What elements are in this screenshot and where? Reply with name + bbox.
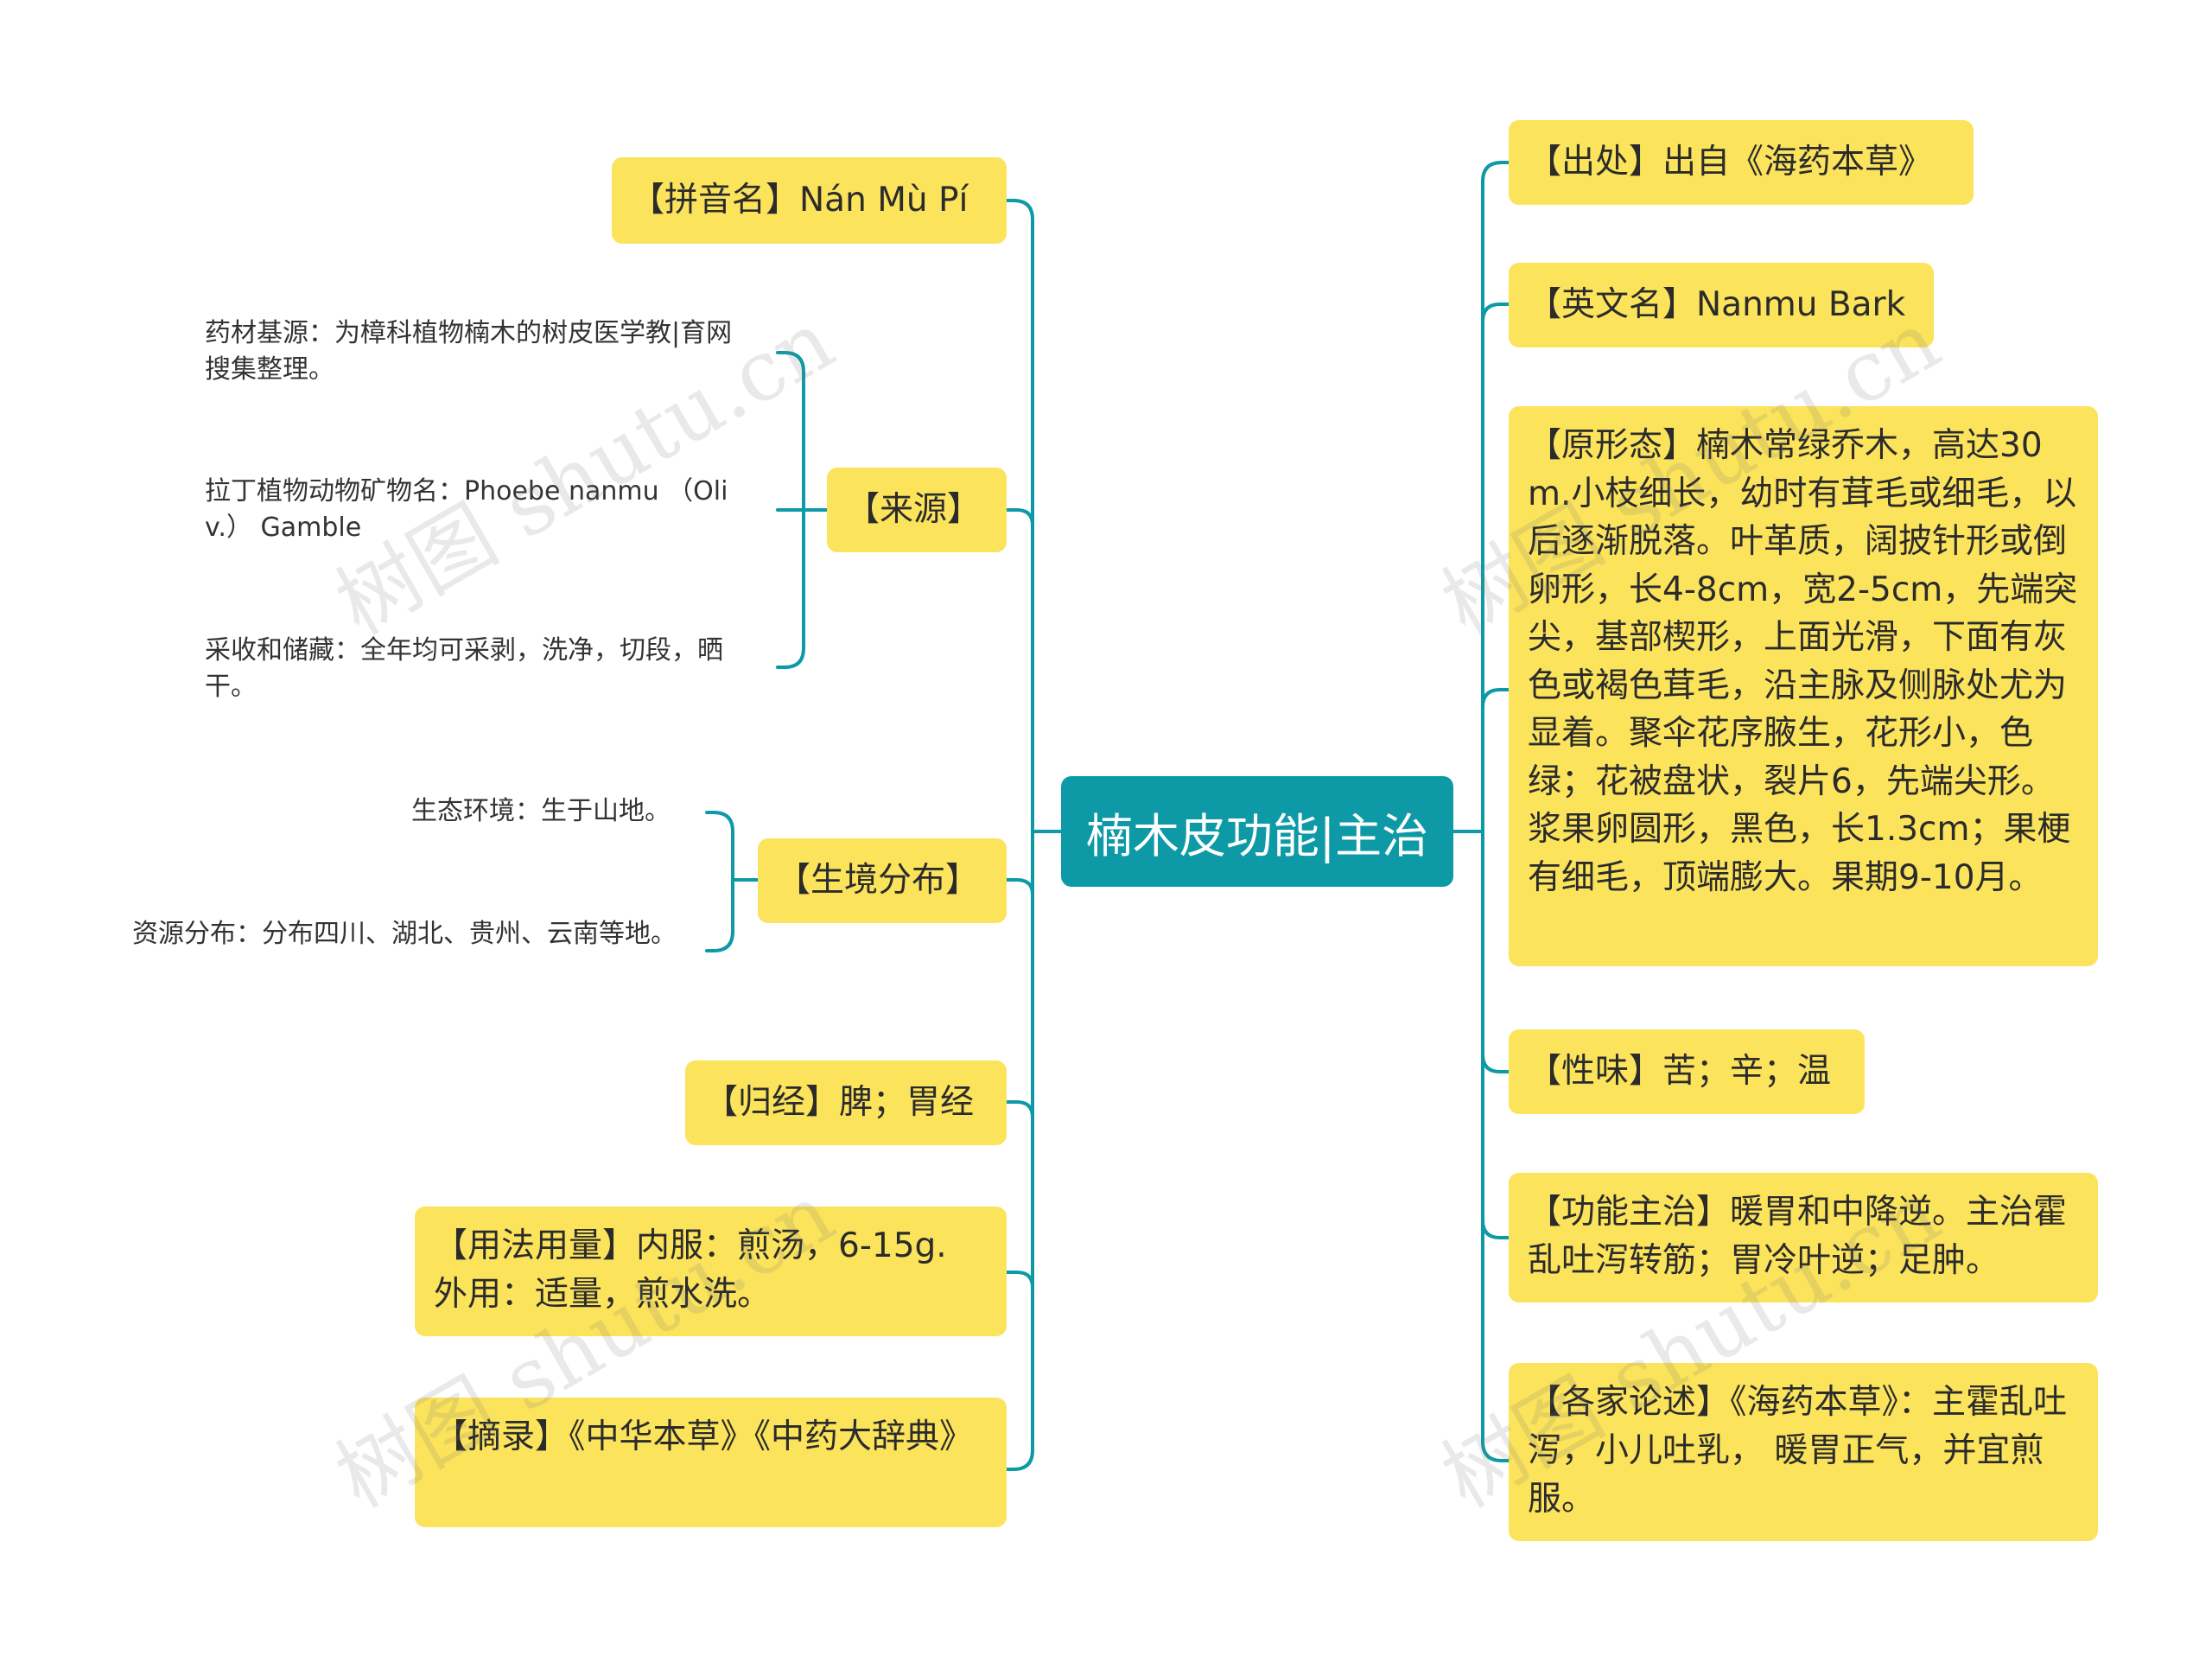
node-meridian[interactable]: 【归经】脾；胃经 — [685, 1060, 1007, 1145]
leaf-source-harvest: 采收和储藏：全年均可采剥，洗净，切段，晒干。 — [205, 635, 723, 702]
node-excerpt[interactable]: 【摘录】《中华本草》《中药大辞典》 — [415, 1398, 1007, 1527]
left-spine — [1005, 199, 1034, 833]
leaf-habitat-env: 生态环境：生于山地。 — [411, 796, 671, 826]
node-english[interactable]: 【英文名】Nanmu Bark — [1509, 263, 1934, 347]
node-usage[interactable]: 【用法用量】内服：煎汤，6-15g. 外用：适量，煎水洗。 — [415, 1207, 1007, 1336]
node-morphology[interactable]: 【原形态】楠木常绿乔木，高达30m.小枝细长，幼时有茸毛或细毛，以后逐渐脱落。叶… — [1509, 406, 2098, 966]
node-source[interactable]: 【来源】 — [827, 468, 1007, 552]
leaf-habitat-dist: 资源分布：分布四川、湖北、贵州、云南等地。 — [132, 919, 677, 949]
right-spine — [1481, 161, 1510, 833]
source-bracket — [776, 351, 829, 669]
habitat-bracket — [705, 811, 760, 952]
node-discussion[interactable]: 【各家论述】《海药本草》：主霍乱吐泻，小儿吐乳， 暖胃正气，并宜煎服。 — [1509, 1363, 2098, 1541]
leaf-source-latin: 拉丁植物动物矿物名：Phoebe nanmu （Oliv.） Gamble — [205, 476, 728, 543]
node-origin[interactable]: 【出处】出自《海药本草》 — [1509, 120, 1974, 205]
link-usage — [1005, 1271, 1034, 1290]
link-nature — [1481, 1053, 1510, 1073]
leaf-source-origin: 药材基源：为樟科植物楠木的树皮医学教|育网搜集整理。 — [205, 318, 733, 385]
node-nature[interactable]: 【性味】苦；辛；温 — [1509, 1029, 1865, 1114]
link-english — [1481, 303, 1510, 323]
link-habitat — [1005, 878, 1034, 896]
root-node[interactable]: 楠木皮功能|主治 — [1061, 776, 1453, 887]
link-morphology — [1481, 688, 1510, 709]
link-function — [1481, 1219, 1510, 1239]
link-meridian — [1005, 1100, 1034, 1119]
link-source — [1005, 508, 1034, 527]
node-habitat[interactable]: 【生境分布】 — [758, 838, 1007, 923]
node-function[interactable]: 【功能主治】暖胃和中降逆。主治霍乱吐泻转筋；胃冷叶逆；足肿。 — [1509, 1173, 2098, 1303]
node-pinyin[interactable]: 【拼音名】Nán Mù Pí — [612, 157, 1007, 244]
